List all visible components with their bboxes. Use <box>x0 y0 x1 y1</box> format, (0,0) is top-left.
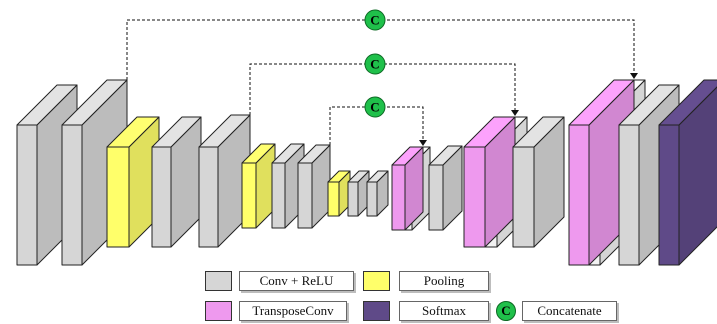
layer-block-conv-12 <box>428 145 463 231</box>
layer-top-face <box>366 170 389 183</box>
concat-node-label: C <box>370 57 379 72</box>
layer-top-face <box>391 146 424 166</box>
layer-block-pool-5 <box>241 143 276 229</box>
skip-connection-line <box>329 106 424 145</box>
layer-top-face <box>428 145 463 166</box>
layer-front-face <box>327 181 340 217</box>
skip-arrow-head <box>419 140 427 146</box>
layer-top-face <box>151 116 202 148</box>
layer-top-face <box>618 84 680 126</box>
skip-arrow-head <box>511 110 519 116</box>
layer-block-transpose-13 <box>463 116 516 248</box>
layer-front-face <box>241 162 257 229</box>
concat-node-icon <box>364 96 386 118</box>
layer-front-face <box>61 124 83 266</box>
legend-label-conv-relu: Conv + ReLU <box>239 271 354 291</box>
legend-swatch-conv-relu <box>205 271 232 291</box>
layer-block-pool-8 <box>327 170 351 217</box>
layer-front-face <box>198 146 219 248</box>
layer-block-conv-3 <box>151 116 202 248</box>
layer-front-face <box>658 124 680 266</box>
layer-front-face <box>512 146 535 248</box>
layer-front-face <box>568 124 590 266</box>
layer-front-face <box>391 164 406 231</box>
legend-swatch-pooling <box>363 271 390 291</box>
legend-label-softmax: Softmax <box>399 301 489 321</box>
layer-top-face <box>568 79 635 126</box>
legend-swatch-transpose-conv <box>205 301 232 321</box>
layer-block-conv-9 <box>347 170 370 217</box>
layer-top-face <box>106 116 160 148</box>
legend-label-transpose-conv: TransposeConv <box>239 301 347 321</box>
concat-node-label: C <box>370 13 379 28</box>
legend-label-concatenate: Concatenate <box>522 301 617 321</box>
skip-connection-line <box>126 19 635 80</box>
concat-node-icon <box>364 53 386 75</box>
legend-swatch-softmax <box>363 301 390 321</box>
layer-front-face <box>106 146 130 248</box>
layer-block-softmax-17 <box>658 79 717 266</box>
layer-top-face <box>241 143 276 164</box>
layer-top-face <box>512 116 565 148</box>
layer-front-face <box>151 146 172 248</box>
layer-top-face <box>347 170 370 183</box>
layer-top-face <box>16 84 78 126</box>
layer-block-conv-10 <box>366 170 389 217</box>
layer-block-transpose-11 <box>391 146 424 231</box>
layer-front-face <box>271 162 286 229</box>
layer-front-face <box>366 181 378 217</box>
layer-front-face <box>16 124 38 266</box>
layer-front-face <box>297 162 313 229</box>
layer-front-face <box>428 164 444 231</box>
layer-top-face <box>271 143 305 164</box>
layer-blocks <box>16 79 717 266</box>
layer-top-face <box>658 79 717 126</box>
layer-front-face <box>463 146 486 248</box>
layer-front-face <box>618 124 640 266</box>
legend-label-pooling: Pooling <box>399 271 489 291</box>
skip-arrow-head <box>630 73 638 79</box>
layer-block-conv-14 <box>512 116 565 248</box>
concat-node-label: C <box>370 100 379 115</box>
legend-concat-icon: C <box>496 301 516 321</box>
skip-connections: C C C <box>126 9 638 146</box>
layer-top-face <box>463 116 516 148</box>
layer-top-face <box>327 170 351 183</box>
concat-node-icon <box>364 9 386 31</box>
layer-front-face <box>347 181 359 217</box>
skip-connection-line <box>249 63 516 115</box>
